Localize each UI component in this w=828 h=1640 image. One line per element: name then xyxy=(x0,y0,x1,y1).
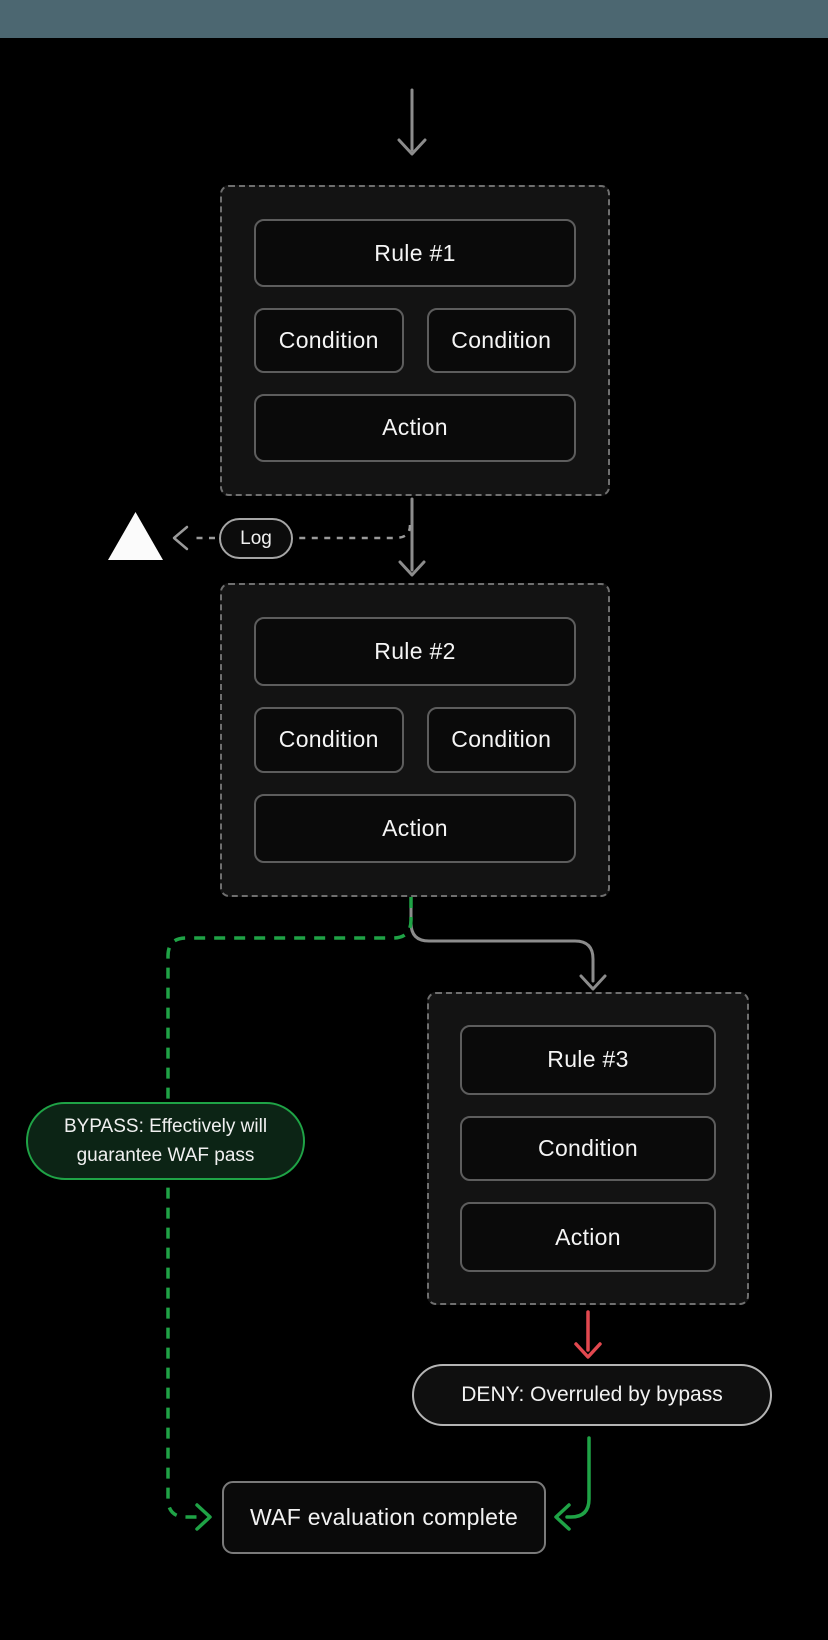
bypass-note-line2: guarantee WAF pass xyxy=(76,1144,255,1166)
deny-arrowhead-icon xyxy=(574,1342,602,1359)
rule-3-condition-row: Condition xyxy=(460,1115,716,1182)
rule-1-condition-row: Condition Condition xyxy=(254,308,576,373)
triangle-icon xyxy=(108,512,163,560)
start-arrowhead-icon xyxy=(397,138,427,156)
rule-2-action-node: Action xyxy=(254,793,576,863)
top-bar xyxy=(0,0,828,38)
log-pill: Log xyxy=(219,518,293,559)
rule2-entry-arrowhead-icon xyxy=(398,560,426,577)
deny-to-complete-path xyxy=(565,1436,591,1519)
rule-2-condition-node: Condition xyxy=(426,707,576,773)
rule-2-condition-row: Condition Condition xyxy=(254,707,576,773)
rule-1-action-node: Action xyxy=(254,393,576,462)
rule-3-group: Rule #3 Condition Action xyxy=(427,992,749,1305)
rule-1-title-node: Rule #1 xyxy=(254,219,576,288)
waf-complete-node: WAF evaluation complete xyxy=(222,1481,546,1554)
bypass-dashed-path xyxy=(166,897,413,1519)
rule3-entry-arrowhead-icon xyxy=(579,974,607,991)
rule-2-condition-node: Condition xyxy=(254,707,404,773)
rule-3-condition-node: Condition xyxy=(460,1115,716,1182)
rule-2-title-node: Rule #2 xyxy=(254,617,576,687)
bypass-arrowhead-icon xyxy=(195,1503,212,1531)
rule-3-title-node: Rule #3 xyxy=(460,1025,716,1095)
log-arrowhead-icon xyxy=(172,525,189,551)
log-dashed-connector xyxy=(297,524,412,540)
rule-2-group: Rule #2 Condition Condition Action xyxy=(220,583,610,897)
rule-3-action-node: Action xyxy=(460,1202,716,1273)
rule-1-condition-node: Condition xyxy=(254,308,404,373)
deny-pill: DENY: Overruled by bypass xyxy=(412,1364,772,1426)
rule2-to-rule3-path xyxy=(409,895,595,983)
rule-1-group: Rule #1 Condition Condition Action xyxy=(220,185,610,496)
rule-1-condition-node: Condition xyxy=(426,308,576,373)
bypass-note-pill: BYPASS: Effectively will guarantee WAF p… xyxy=(26,1102,305,1180)
bypass-note-line1: BYPASS: Effectively will xyxy=(63,1115,268,1137)
complete-entry-arrowhead-icon xyxy=(554,1503,571,1531)
